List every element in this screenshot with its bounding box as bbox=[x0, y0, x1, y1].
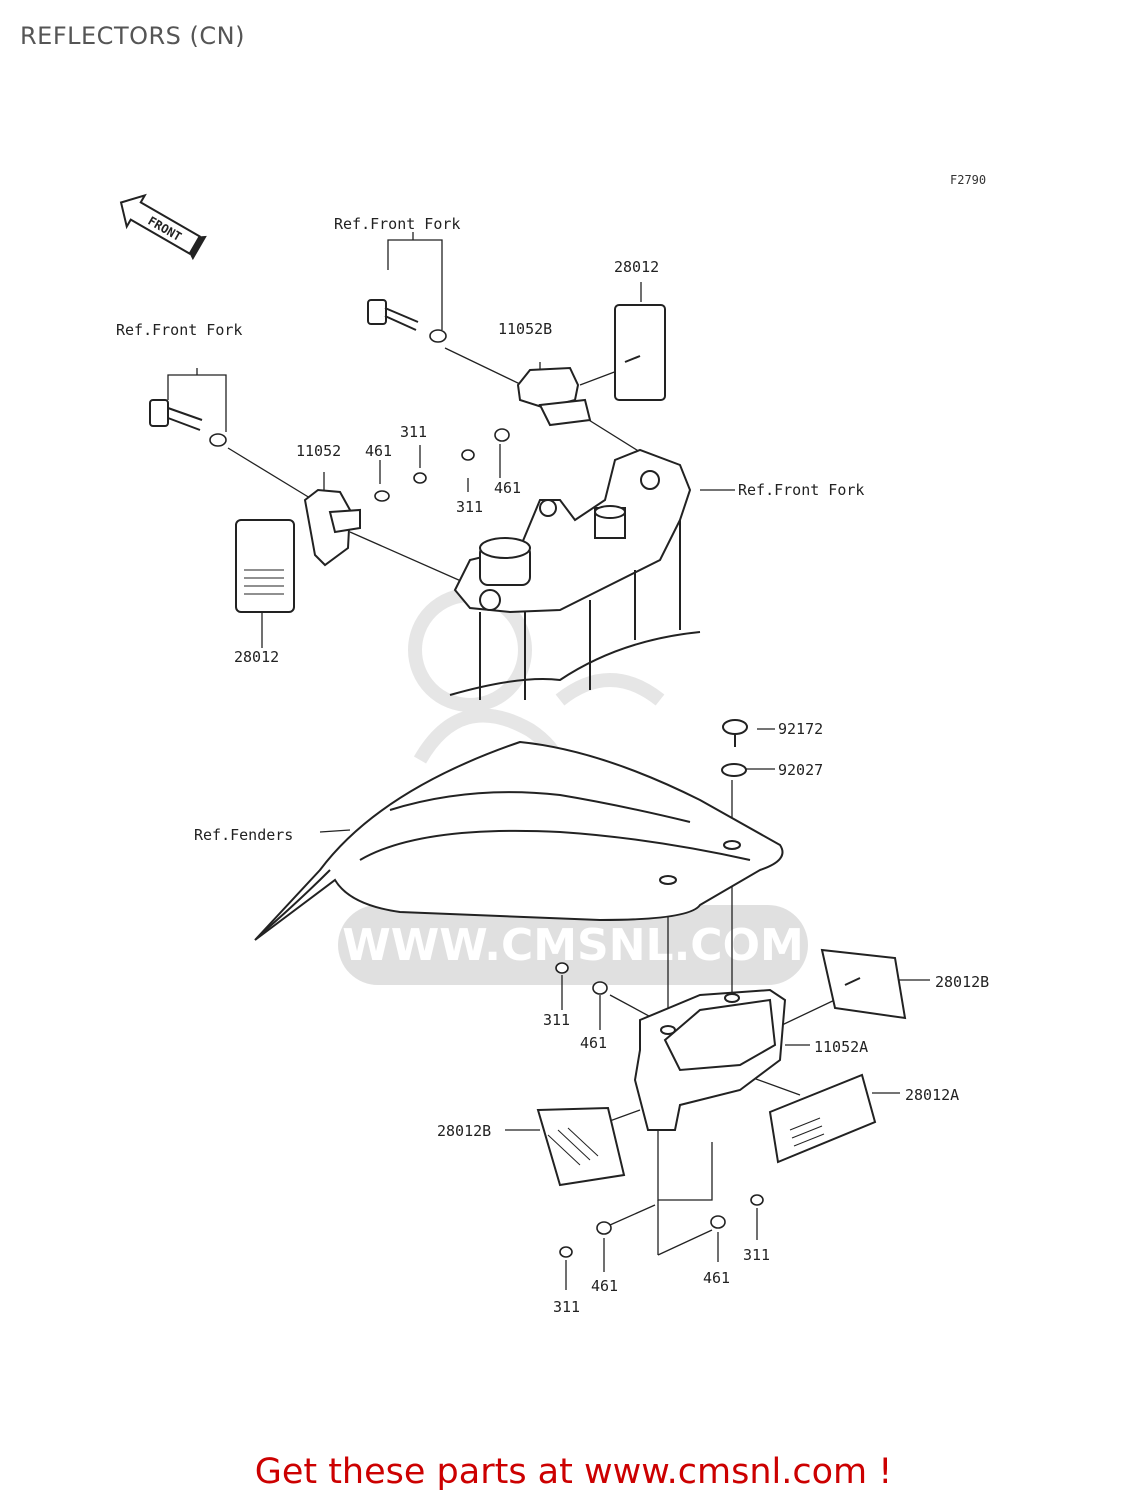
label-461-c: 461 bbox=[580, 1034, 607, 1052]
label-311-c: 311 bbox=[543, 1011, 570, 1029]
part-labels: Ref.Front Fork Ref.Front Fork Ref.Front … bbox=[116, 215, 989, 1316]
nut-grommet-icons bbox=[209, 329, 764, 1258]
label-ref-front-fork-left: Ref.Front Fork bbox=[116, 321, 242, 339]
reflector-28012-top bbox=[614, 304, 666, 401]
rear-fender bbox=[254, 740, 784, 941]
label-ref-front-fork-right: Ref.Front Fork bbox=[738, 481, 864, 499]
watermark-text: WWW.CMSNL.COM bbox=[342, 920, 804, 971]
label-92027: 92027 bbox=[778, 761, 823, 779]
label-ref-front-fork-top: Ref.Front Fork bbox=[334, 215, 460, 233]
bracket-11052B bbox=[516, 366, 592, 427]
figure-code: F2790 bbox=[950, 173, 987, 187]
reflector-28012B-right bbox=[820, 948, 907, 1020]
label-11052A: 11052A bbox=[814, 1038, 868, 1056]
label-461-e: 461 bbox=[703, 1269, 730, 1287]
label-28012-left: 28012 bbox=[234, 648, 279, 666]
bracket-11052 bbox=[303, 488, 361, 567]
label-28012A: 28012A bbox=[905, 1086, 959, 1104]
label-311-b: 311 bbox=[456, 498, 483, 516]
label-461-d: 461 bbox=[591, 1277, 618, 1295]
label-28012B-right: 28012B bbox=[935, 973, 989, 991]
bolt-icon-left bbox=[149, 399, 203, 431]
label-311-d: 311 bbox=[553, 1298, 580, 1316]
cta-link[interactable]: Get these parts at www.cmsnl.com ! bbox=[254, 1452, 893, 1492]
page-title: REFLECTORS (CN) bbox=[20, 22, 245, 50]
bolt-icon bbox=[367, 299, 419, 331]
label-11052: 11052 bbox=[296, 442, 341, 460]
label-92172: 92172 bbox=[778, 720, 823, 738]
screw-92172-icon bbox=[722, 719, 748, 747]
fork-assembly bbox=[449, 448, 701, 700]
label-28012-top: 28012 bbox=[614, 258, 659, 276]
front-arrow-icon: FRONT bbox=[119, 193, 207, 261]
reflector-28012B-left bbox=[536, 1106, 626, 1187]
label-28012B-left: 28012B bbox=[437, 1122, 491, 1140]
label-311-a: 311 bbox=[400, 423, 427, 441]
label-461-a: 461 bbox=[365, 442, 392, 460]
label-461-b: 461 bbox=[494, 479, 521, 497]
reflector-28012-left bbox=[235, 519, 295, 613]
reflector-bracket-11052A bbox=[633, 988, 787, 1131]
label-11052B: 11052B bbox=[498, 320, 552, 338]
washer-92027-icon bbox=[721, 763, 747, 777]
reflector-28012A bbox=[768, 1073, 877, 1164]
label-311-e: 311 bbox=[743, 1246, 770, 1264]
label-ref-fenders: Ref.Fenders bbox=[194, 826, 293, 844]
